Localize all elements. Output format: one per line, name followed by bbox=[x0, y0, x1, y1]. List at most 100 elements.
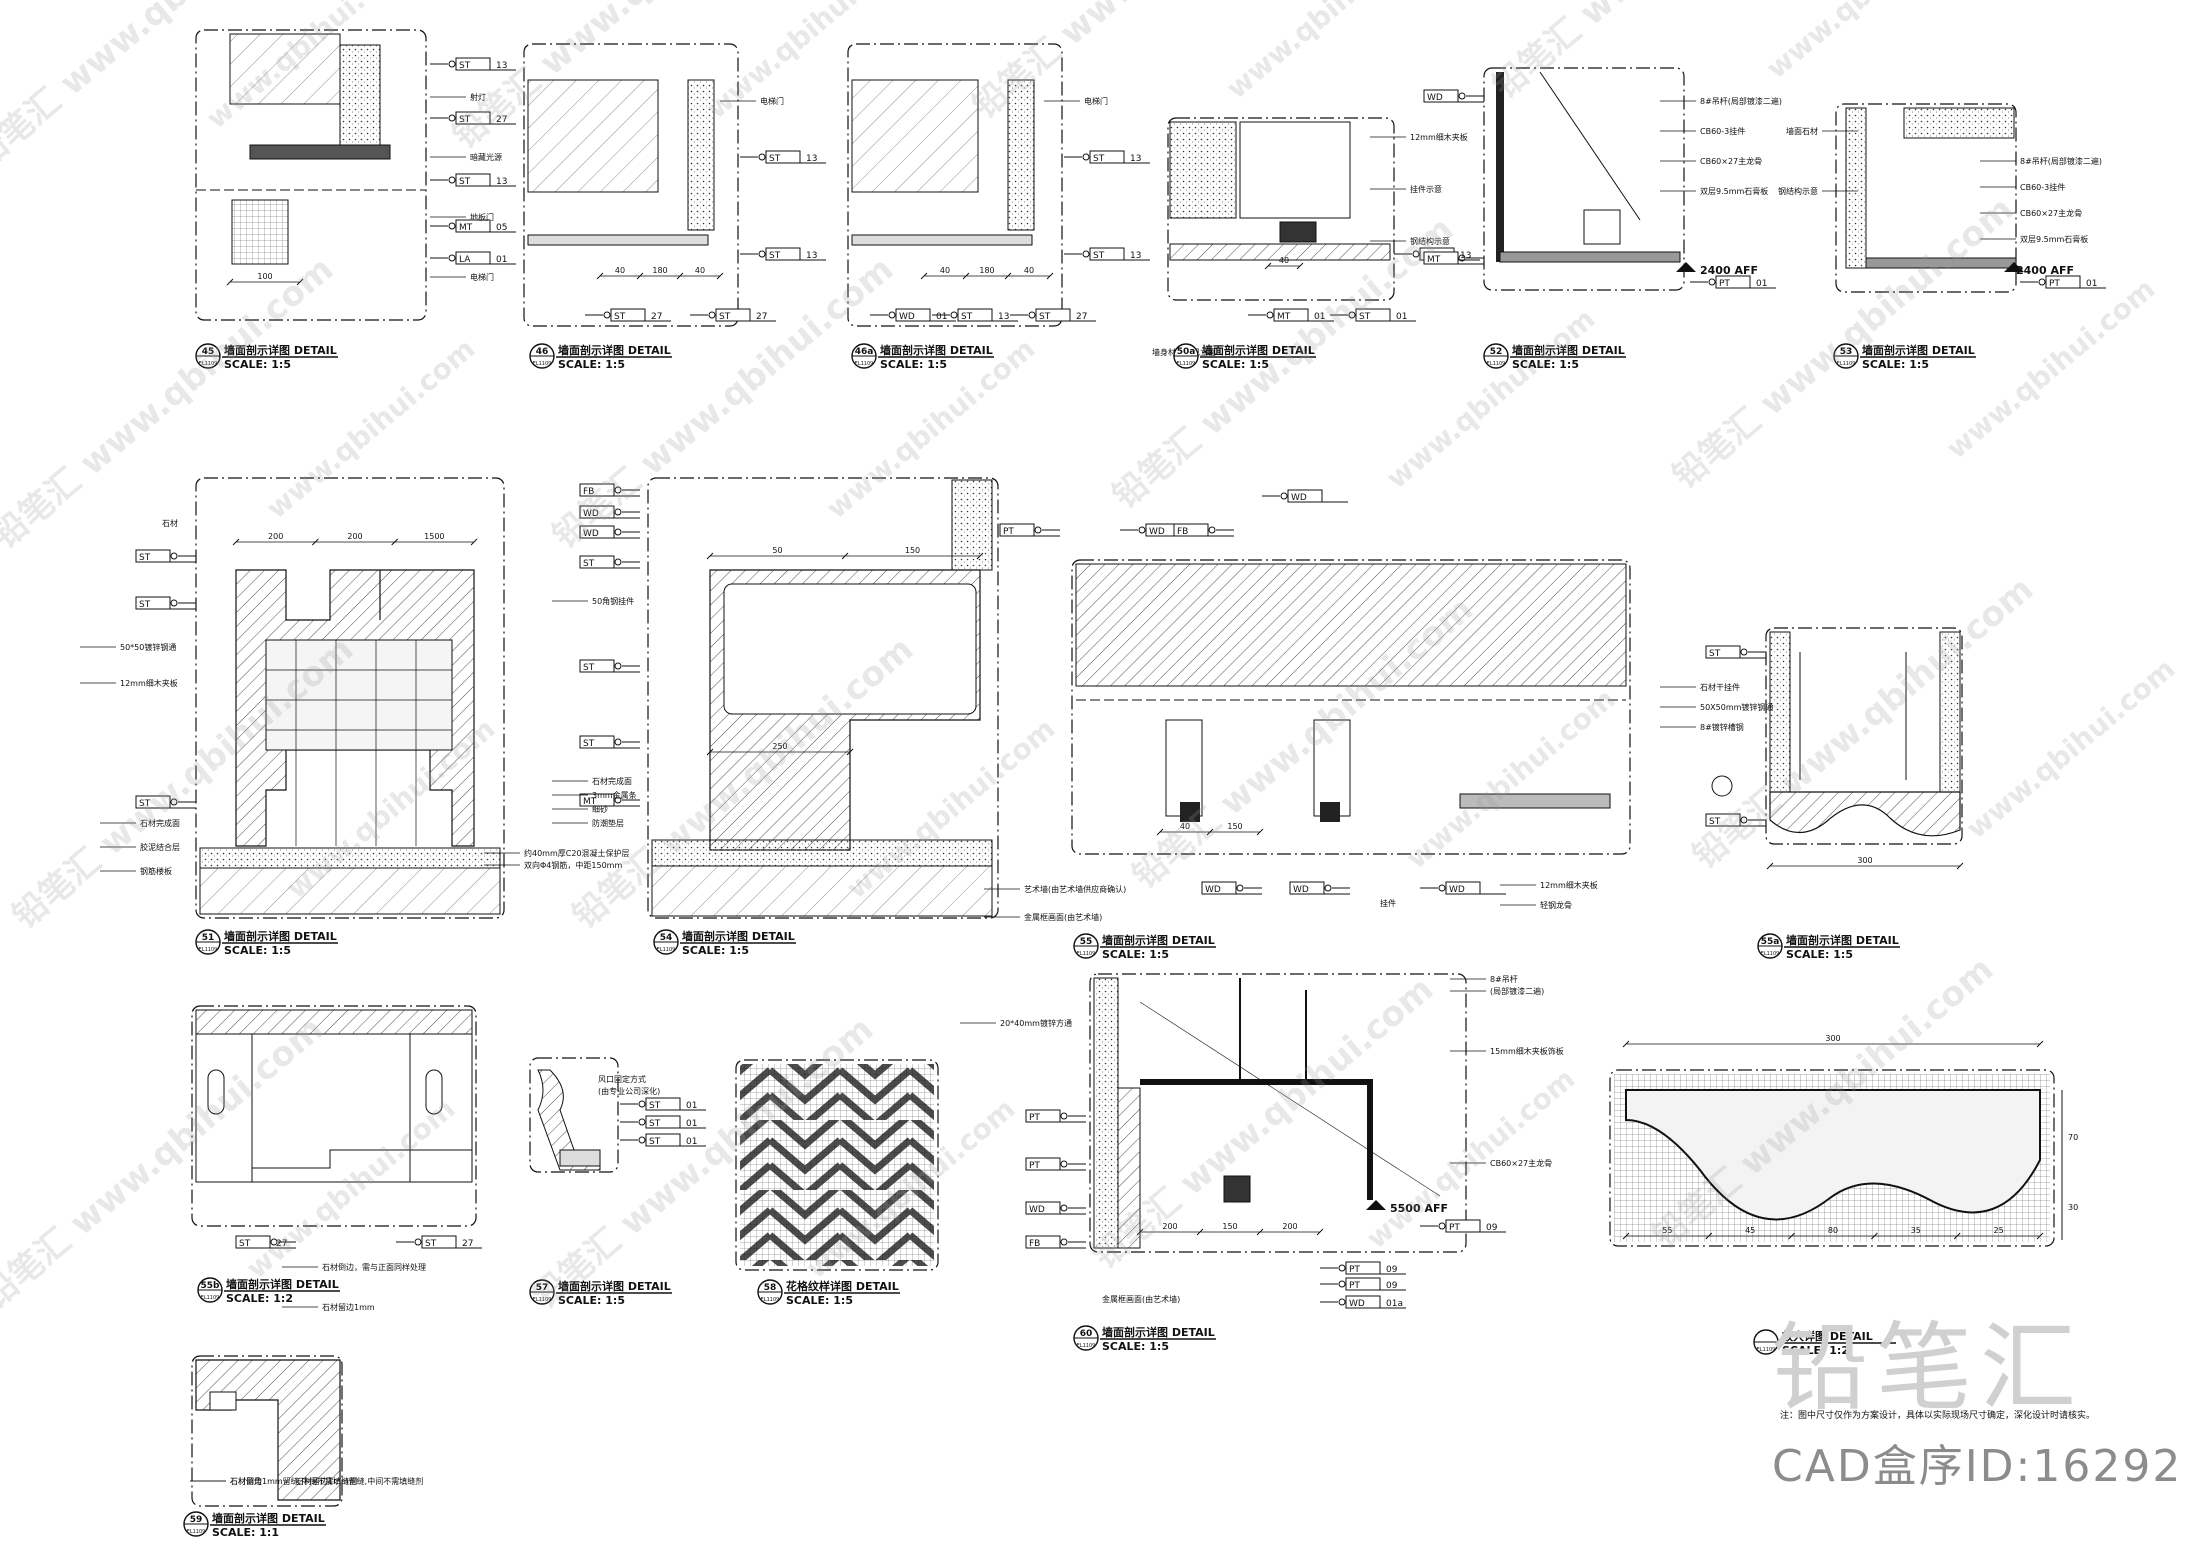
tag-marker bbox=[1338, 1280, 1346, 1288]
brand-watermark: 铅笔汇 bbox=[1772, 1312, 2084, 1424]
material-tag-box bbox=[645, 1133, 681, 1147]
detail-title: 墙面剖示详图 DETAIL bbox=[1862, 343, 1975, 357]
section-marker bbox=[1711, 775, 1733, 797]
note-text: 钢结构示意 bbox=[1778, 186, 1818, 196]
dimension-tick bbox=[1196, 1228, 1204, 1236]
dimension-tick bbox=[976, 552, 984, 560]
material-tag-box bbox=[1025, 1109, 1061, 1123]
panel-diagonal bbox=[1139, 1001, 1441, 1197]
dimension-tick bbox=[1256, 1228, 1264, 1236]
tag-marker bbox=[448, 176, 456, 184]
stone-cladding bbox=[1117, 1087, 1141, 1249]
detail-title: 墙面剖示详图 DETAIL bbox=[226, 1277, 339, 1291]
material-tag-box bbox=[579, 483, 615, 497]
steel-tube bbox=[1320, 802, 1340, 822]
tag-marker bbox=[170, 552, 178, 560]
material-tag-code: ST bbox=[1093, 251, 1105, 261]
dimension-tick bbox=[1136, 1228, 1144, 1236]
dimension-tick bbox=[1004, 272, 1012, 280]
material-tag-code: ST bbox=[139, 553, 151, 563]
note-text: 防潮垫层 bbox=[592, 818, 624, 828]
tag-marker bbox=[1338, 1298, 1346, 1306]
tag-marker bbox=[1082, 153, 1090, 161]
detail-number: 58 bbox=[764, 1283, 777, 1293]
note-text: 双向Φ4钢筋，中距150mm bbox=[524, 860, 622, 870]
material-tag-code: MT bbox=[1277, 312, 1291, 322]
detail-number: 53 bbox=[1840, 347, 1853, 357]
tag-marker bbox=[1208, 526, 1216, 534]
note-text: 艺术墙(由艺术墙供应商确认) bbox=[1024, 884, 1126, 894]
material-tag-box bbox=[135, 596, 171, 610]
material-tag-code: ST bbox=[1359, 312, 1371, 322]
chevron-pattern bbox=[740, 1064, 934, 1266]
material-tag-value: 09 bbox=[1386, 1281, 1398, 1291]
dimension-tick bbox=[1296, 262, 1304, 270]
note-text: 挂件 bbox=[1380, 898, 1396, 908]
detail-title: 墙面剖示详图 DETAIL bbox=[1202, 343, 1315, 357]
detail-frame bbox=[191, 1355, 343, 1507]
detail-sheet-ref: EL1109 bbox=[1761, 951, 1780, 957]
material-tag-box bbox=[1025, 1235, 1061, 1249]
tag-marker bbox=[1458, 254, 1466, 262]
material-tag-box bbox=[579, 525, 615, 539]
stone-block bbox=[527, 79, 659, 193]
material-tag-value: 13 bbox=[1130, 154, 1141, 164]
detail-frame bbox=[1167, 117, 1395, 301]
dimension-label: 45 bbox=[1745, 1226, 1755, 1235]
tag-marker bbox=[1060, 1238, 1068, 1246]
material-tag-value: 13 bbox=[1460, 251, 1471, 261]
material-tag-code: WD bbox=[583, 529, 599, 539]
material-tag-code: ST bbox=[719, 312, 731, 322]
material-tag-value: 01 bbox=[496, 255, 507, 265]
dimension-label: 180 bbox=[652, 266, 667, 275]
note-text: 50角钢挂件 bbox=[592, 596, 634, 606]
dimension-tick bbox=[1622, 1040, 1630, 1048]
material-tag-box bbox=[1035, 308, 1071, 322]
material-tag-code: WD bbox=[1427, 93, 1443, 103]
material-tag-code: ST bbox=[583, 559, 595, 569]
material-tag-box bbox=[645, 1115, 681, 1129]
note-text: 射灯 bbox=[470, 92, 486, 102]
carrier-channel bbox=[1583, 209, 1621, 245]
material-tag-code: PT bbox=[1719, 279, 1730, 289]
detail-title: 放大详图 DETAIL bbox=[1781, 1329, 1873, 1343]
dimension-tick bbox=[920, 272, 928, 280]
tag-marker bbox=[758, 153, 766, 161]
note-text: 暗藏光源 bbox=[470, 152, 502, 162]
material-tag-value: 13 bbox=[806, 154, 817, 164]
floor-slab bbox=[1169, 243, 1391, 261]
level-marker bbox=[1676, 262, 1696, 272]
note-text: 3mm金属条 bbox=[592, 790, 637, 800]
tag-marker bbox=[1740, 648, 1748, 656]
detail-scale: SCALE: 1:5 bbox=[786, 1294, 853, 1307]
dimension-tick bbox=[846, 748, 854, 756]
note-text: 50*50镀锌钢通 bbox=[120, 642, 176, 652]
detail-sheet-ref: EL1109 bbox=[533, 361, 552, 367]
material-tag-value: 09 bbox=[1486, 1223, 1498, 1233]
note-text: 12mm细木夹板 bbox=[120, 678, 178, 688]
dimension-tick bbox=[1788, 1232, 1795, 1240]
dimension-tick bbox=[232, 538, 240, 546]
tag-marker bbox=[448, 60, 456, 68]
note-text: 50X50mm镀锌钢通 bbox=[1700, 702, 1773, 712]
note-text: 胶泥结合层 bbox=[140, 842, 180, 852]
steel-tube bbox=[1223, 1175, 1251, 1203]
note-text: 石材完成面 bbox=[140, 818, 180, 828]
tag-marker bbox=[1028, 311, 1036, 319]
note-text: 8#吊杆(局部镀漆二遍) bbox=[1700, 96, 1782, 106]
note-text: 8#吊杆(局部镀漆二遍) bbox=[2020, 156, 2102, 166]
material-tag-box bbox=[715, 308, 751, 322]
note-text: 石材留边1mm留缝,中间不需填缝剂 bbox=[230, 1476, 357, 1486]
stone-head bbox=[1075, 563, 1627, 687]
material-tag-box bbox=[455, 111, 491, 125]
material-tag-box bbox=[135, 549, 171, 563]
note-text: CB60×27主龙骨 bbox=[1490, 1158, 1552, 1168]
stone-block bbox=[851, 79, 979, 193]
material-tag-value: 01a bbox=[1386, 1299, 1403, 1309]
tag-marker bbox=[614, 528, 622, 536]
detail-frame bbox=[191, 1005, 477, 1227]
detail-sheet-ref: EL1109 bbox=[199, 947, 218, 953]
wall-core bbox=[1007, 79, 1035, 231]
detail-title: 墙面剖示详图 DETAIL bbox=[1102, 1325, 1215, 1339]
note-text: 石材干挂件 bbox=[1700, 682, 1740, 692]
